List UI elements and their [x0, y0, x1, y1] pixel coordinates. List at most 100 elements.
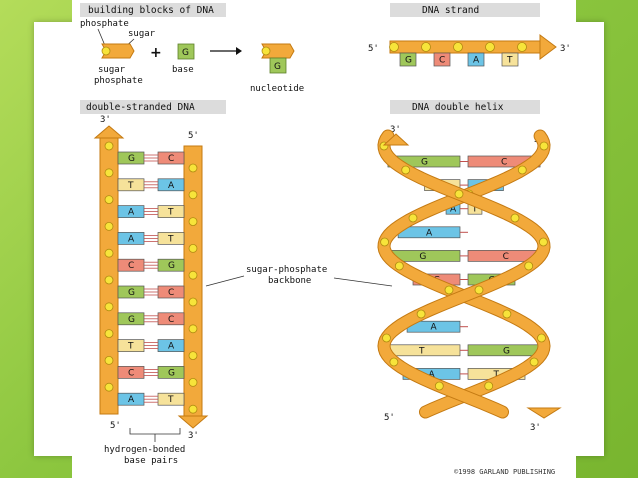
dna-strand-header: DNA strand	[422, 5, 479, 16]
ladder-left-phosphate-4	[104, 248, 114, 258]
double-helix-header: DNA double helix	[412, 102, 504, 113]
helix-arrow-up	[382, 133, 410, 146]
helix-strand-a-phosphate-314	[416, 309, 426, 319]
ladder-left-base-7-letter: T	[127, 342, 134, 352]
ladder-left-base-0-letter: G	[128, 154, 135, 164]
hbond-bracket	[129, 428, 181, 435]
helix-left-base-8-letter: T	[418, 346, 425, 356]
ladder-arrow-down	[177, 415, 209, 429]
sugar-phosphate-label-line2: phosphate	[94, 76, 143, 86]
ladder-right-base-7-letter: A	[168, 342, 175, 352]
ladder-right-phosphate-9	[188, 404, 198, 414]
helix-bottom-right-label: 3'	[530, 423, 541, 433]
ladder-left-phosphate-7	[104, 329, 114, 339]
ladder-left-phosphate-9	[104, 382, 114, 392]
helix-strand-b-phosphate-146	[539, 141, 549, 151]
strand-phosphate-1	[421, 42, 431, 52]
ladder-left-phosphate-6	[104, 302, 114, 312]
ladder-left-base-8-letter: C	[128, 368, 134, 378]
nucleotide-label: nucleotide	[250, 84, 304, 94]
ladder-right-phosphate-0	[188, 163, 198, 173]
ladder-left-base-6-letter: G	[128, 315, 135, 325]
building-blocks-header-bar	[80, 3, 226, 17]
ladder-left-phosphate-8	[104, 355, 114, 365]
copyright-text: ©1998 GARLAND PUBLISHING	[454, 468, 555, 476]
phosphate-label: phosphate	[80, 19, 129, 29]
helix-left-base-7-letter: A	[431, 323, 438, 333]
helix-strand-a-phosphate-338	[382, 333, 391, 343]
helix-strand-b-phosphate-290	[444, 285, 454, 295]
helix-strand-a-phosphate-290	[474, 285, 484, 295]
ladder-right-phosphate-8	[188, 377, 198, 387]
ladder-left-base-2-letter: A	[128, 208, 135, 218]
helix-arrow-down	[526, 407, 562, 419]
ladder-bottom-right-label: 3'	[188, 431, 199, 441]
helix-left-base-9-letter: A	[429, 370, 436, 380]
helix-right-base-9-letter: T	[492, 370, 499, 380]
ladder-right-phosphate-2	[188, 217, 198, 227]
plus-sign: +	[150, 45, 162, 61]
helix-strand-a	[378, 130, 550, 418]
strand-arrowhead	[539, 34, 557, 60]
base-letter: G	[182, 48, 189, 58]
base-block	[177, 43, 195, 60]
helix-left-base-2-letter: A	[450, 205, 457, 215]
strand-base-2	[467, 52, 485, 67]
ladder-right-phosphate-7	[188, 351, 198, 361]
helix-strand-a-phosphate-242	[538, 237, 548, 247]
helix-strand-b	[378, 130, 550, 418]
sugar-label: sugar	[128, 29, 156, 39]
strand-phosphate-2	[453, 42, 463, 52]
ladder-right-backbone	[183, 145, 203, 417]
ladder-right-phosphate-3	[188, 243, 198, 253]
ladder-right-base-5-letter: C	[168, 288, 174, 298]
strand-phosphate-4	[517, 42, 527, 52]
helix-strand-b-phosphate-266	[394, 261, 404, 271]
strand-base-1	[433, 52, 451, 67]
ladder-right-base-3-letter: T	[167, 234, 174, 244]
ladder-left-base-1-letter: T	[127, 181, 134, 191]
hbond-label-line2: base pairs	[124, 456, 178, 466]
strand-base-0-letter: G	[405, 56, 412, 66]
helix-left-base-0-letter: G	[421, 158, 428, 168]
ladder-top-left-label: 3'	[100, 115, 111, 125]
strand-base-1-letter: C	[439, 56, 445, 66]
double-stranded-header: double-stranded DNA	[86, 102, 195, 113]
base-label: base	[172, 65, 194, 75]
ladder-right-base-1-letter: A	[168, 181, 175, 191]
strand-base-2-letter: A	[473, 56, 480, 66]
hbond-label-line1: hydrogen-bonded	[104, 445, 185, 455]
helix-strand-a-phosphate-362	[389, 357, 399, 367]
strand-phosphate-0	[389, 42, 399, 52]
double-helix-header-bar	[390, 100, 540, 114]
helix-strand-a-phosphate-266	[524, 261, 534, 271]
helix-left-base-3-letter: A	[426, 228, 433, 238]
nucleotide-base-letter: G	[274, 62, 281, 72]
helix-strand-a-phosphate-386	[434, 381, 444, 391]
double-stranded-header-bar	[80, 100, 226, 114]
helix-strand-b-phosphate-338	[537, 333, 546, 343]
ladder-left-phosphate-3	[104, 221, 114, 231]
ladder-arrow-up	[93, 125, 125, 139]
ladder-left-base-5-letter: G	[128, 288, 135, 298]
helix-right-base-0-letter: C	[501, 158, 507, 168]
ladder-left-base-4-letter: C	[128, 261, 134, 271]
helix-strand-b-phosphate-386	[484, 381, 494, 391]
ladder-right-phosphate-4	[188, 270, 198, 280]
helix-strand-b-phosphate-242	[380, 237, 390, 247]
helix-strand-b-phosphate-362	[529, 357, 539, 367]
helix-bottom-left-label: 5'	[384, 413, 395, 423]
strand-phosphate-3	[485, 42, 495, 52]
strand-base-0	[399, 52, 417, 67]
ladder-right-base-8-letter: G	[168, 368, 175, 378]
ladder-right-phosphate-1	[188, 190, 198, 200]
sugar-phosphate-label-line1: sugar	[98, 65, 126, 75]
ladder-right-phosphate-6	[188, 324, 198, 334]
helix-left-base-4-letter: G	[419, 252, 426, 262]
ladder-left-base-3-letter: A	[128, 234, 135, 244]
ladder-right-base-2-letter: T	[167, 208, 174, 218]
ladder-right-base-9-letter: T	[167, 395, 174, 405]
